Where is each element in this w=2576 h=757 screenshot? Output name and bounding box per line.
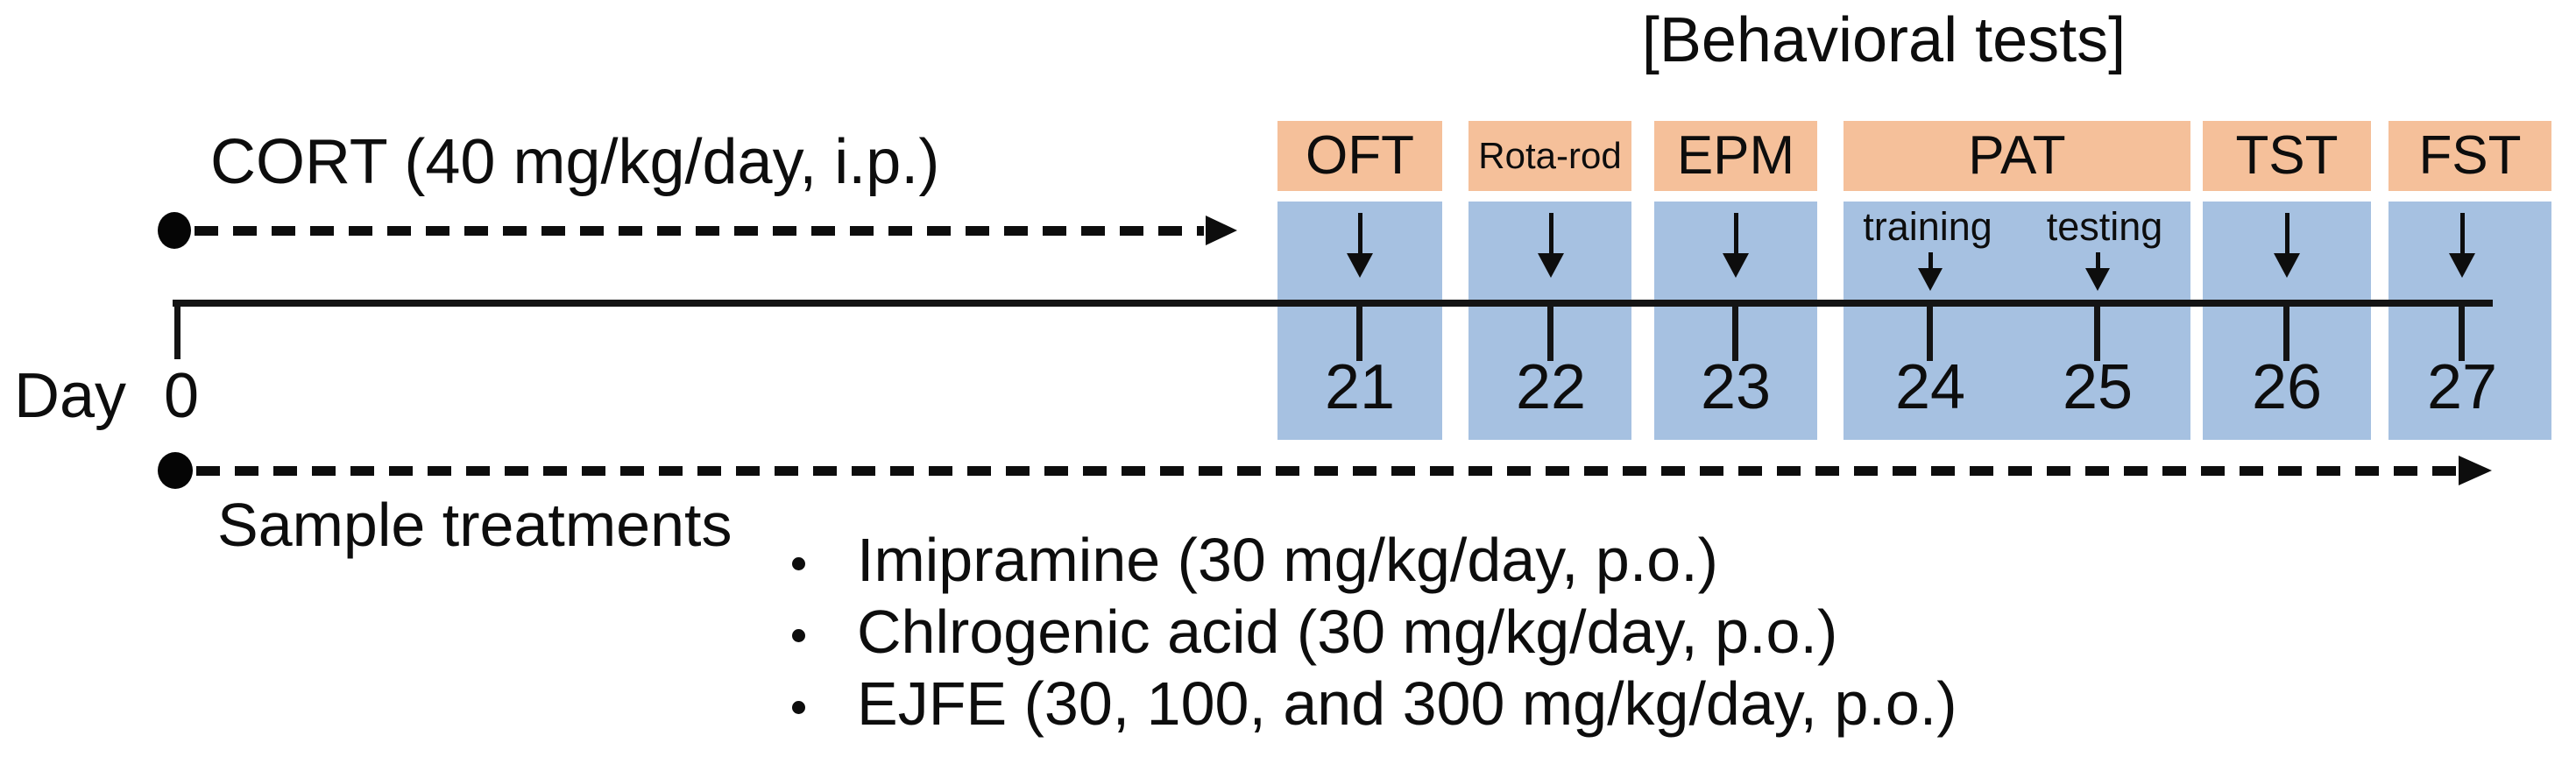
test-box-epm-label: EPM — [1676, 125, 1795, 186]
bullet-icon — [792, 701, 805, 714]
treatment-item-imipramine: Imipramine (30 mg/kg/day, p.o.) — [857, 526, 1718, 594]
sample-treatments-label: Sample treatments — [217, 491, 732, 559]
day-box-27 — [2388, 202, 2551, 440]
day-axis-label: Day — [14, 361, 127, 431]
cort-arrowhead-icon — [1206, 216, 1237, 245]
day-number-27: 27 — [2426, 352, 2498, 422]
test-box-fst: FST — [2388, 121, 2551, 191]
bullet-icon — [792, 629, 805, 642]
pat-testing-label: testing — [2046, 204, 2163, 249]
test-box-tst: TST — [2203, 121, 2371, 191]
arrow-down-icon-pat-testing — [2085, 252, 2110, 291]
arrow-down-icon-day-23 — [1723, 213, 1749, 278]
day-number-21: 21 — [1324, 352, 1396, 422]
timeline-tick-day-27 — [2459, 303, 2465, 361]
day-number-24: 24 — [1894, 352, 1966, 422]
day-number-26: 26 — [2251, 352, 2323, 422]
pat-training-label: training — [1863, 204, 1992, 249]
test-box-rota-rod: Rota-rod — [1468, 121, 1631, 191]
cort-arrow-start-dot-icon — [158, 212, 191, 249]
timeline-tick-day-24 — [1927, 303, 1933, 361]
timeline-tick-day-22 — [1547, 303, 1553, 361]
treatments-dashed-arrow-line — [196, 466, 2459, 476]
behavioral-tests-title: [Behavioral tests] — [1641, 5, 2127, 75]
test-box-fst-label: FST — [2418, 125, 2522, 186]
bullet-icon — [792, 557, 805, 570]
treatment-item-chlorogenic-acid: Chlrogenic acid (30 mg/kg/day, p.o.) — [857, 598, 1838, 666]
test-box-rota-rod-label: Rota-rod — [1478, 135, 1622, 176]
day-number-25: 25 — [2062, 352, 2134, 422]
day-number-23: 23 — [1700, 352, 1772, 422]
test-box-pat: PAT — [1844, 121, 2190, 191]
timeline-axis — [173, 300, 2493, 307]
day-box-24-25 — [1844, 202, 2190, 440]
timeline-tick-day-21 — [1356, 303, 1362, 361]
cort-dashed-arrow-line — [195, 226, 1204, 236]
test-box-tst-label: TST — [2235, 125, 2339, 186]
test-box-pat-label: PAT — [1968, 125, 2066, 186]
arrow-down-icon-day-26 — [2274, 213, 2300, 278]
day-0-number: 0 — [163, 361, 200, 431]
timeline-tick-day-26 — [2283, 303, 2289, 361]
test-box-oft-label: OFT — [1306, 125, 1414, 186]
arrow-down-icon-day-22 — [1538, 213, 1564, 278]
timeline-tick-day-23 — [1732, 303, 1738, 361]
arrow-down-icon-day-21 — [1347, 213, 1373, 278]
treatments-arrowhead-icon — [2459, 456, 2492, 485]
test-box-epm: EPM — [1654, 121, 1817, 191]
day-number-22: 22 — [1515, 352, 1587, 422]
treatments-arrow-start-dot-icon — [158, 452, 193, 489]
cort-label: CORT (40 mg/kg/day, i.p.) — [210, 127, 940, 197]
timeline-tick-day-0 — [174, 300, 180, 359]
arrow-down-icon-day-27 — [2449, 213, 2475, 278]
test-box-oft: OFT — [1277, 121, 1442, 191]
treatment-item-ejfe: EJFE (30, 100, and 300 mg/kg/day, p.o.) — [857, 669, 1957, 738]
timeline-tick-day-25 — [2094, 303, 2100, 361]
arrow-down-icon-pat-training — [1918, 252, 1943, 291]
